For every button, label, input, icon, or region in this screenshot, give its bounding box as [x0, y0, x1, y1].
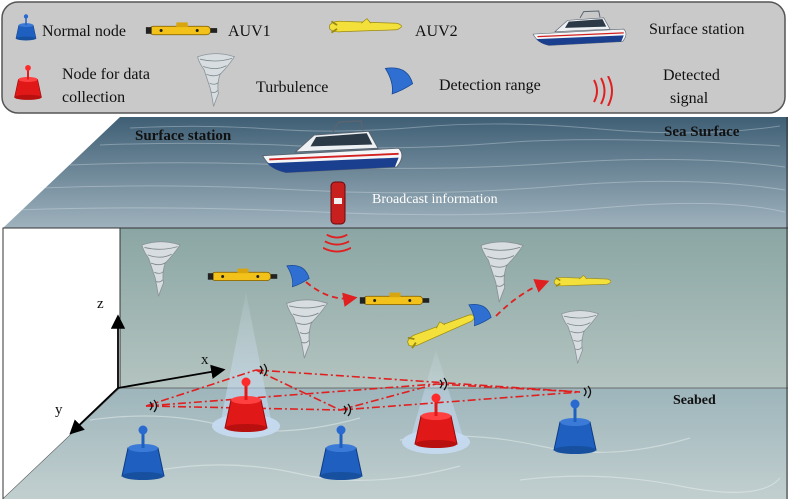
- legend-normal-node: Normal node: [42, 23, 126, 40]
- detection-beam-1: [220, 292, 272, 425]
- data-links: [145, 369, 581, 411]
- legend-node-for-data-line1: Node for data: [62, 66, 150, 83]
- label-broadcast: Broadcast information: [372, 192, 498, 207]
- label-seabed: Seabed: [673, 393, 716, 408]
- legend-detection-range: Detection range: [439, 77, 541, 94]
- node-signal-icons: [149, 363, 592, 417]
- legend-node-for-data-line2: collection: [62, 89, 125, 106]
- label-surface-station: Surface station: [135, 128, 232, 144]
- sea-surface-plane: [3, 117, 788, 228]
- legend-turbulence: Turbulence: [256, 79, 328, 96]
- water-volume: [120, 228, 788, 388]
- legend-detected-signal-line2: signal: [670, 90, 709, 107]
- auv-path-1: [305, 281, 358, 307]
- auv-path-2: [495, 279, 550, 317]
- legend-surface-station: Surface station: [649, 21, 745, 38]
- legend-auv2: AUV2: [415, 23, 458, 40]
- seabed-plane: [3, 388, 788, 499]
- legend-panel: Normal node AUV1 AUV2 Surface station No…: [1, 1, 786, 114]
- legend-auv1: AUV1: [228, 23, 271, 40]
- legend-detected-signal-line1: Detected: [663, 67, 720, 84]
- label-sea-surface: Sea Surface: [664, 124, 740, 140]
- coordinate-axes: [69, 314, 226, 435]
- axis-z-label: z: [97, 296, 104, 312]
- axis-y-label: y: [55, 402, 63, 418]
- axis-x-label: x: [201, 352, 209, 368]
- sea-scene: Surface station Sea Surface Seabed Broad…: [2, 117, 788, 499]
- gateway-buoy: [330, 181, 346, 225]
